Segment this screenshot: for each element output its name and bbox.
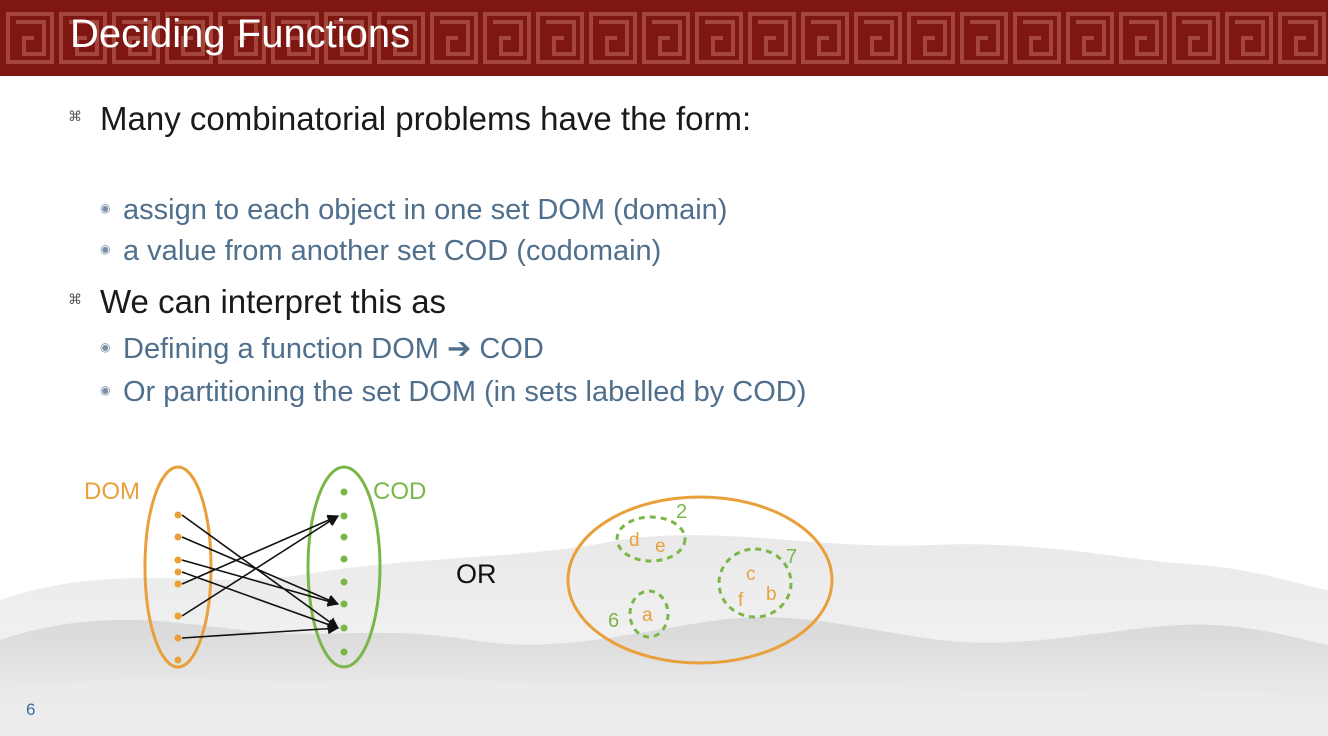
greek-key-motif [271, 12, 319, 64]
greek-key-motif [112, 12, 160, 64]
cod-element-dot [340, 600, 348, 608]
greek-key-motif [1278, 12, 1326, 64]
bullet-1-sub-2: ◉ a value from another set COD (codomain… [100, 231, 823, 271]
bullet-1-sub-1: ◉ assign to each object in one set DOM (… [100, 190, 823, 230]
partition-block-7 [717, 547, 793, 619]
bullet-1: ⌘ Many combinatorial problems have the f… [68, 98, 780, 140]
greek-key-motif [377, 12, 425, 64]
partition-label-7: 7 [786, 546, 797, 568]
greek-key-motif [1119, 12, 1167, 64]
dom-label: DOM [84, 478, 140, 505]
mapping-arrow [181, 515, 339, 617]
greek-key-motif [801, 12, 849, 64]
greek-key-motif [6, 12, 54, 64]
greek-key-motif [430, 12, 478, 64]
dom-element-dot [174, 656, 182, 664]
bullet-marker: ⌘ [68, 291, 82, 307]
greek-key-motif [1013, 12, 1061, 64]
dom-element-dot [174, 580, 182, 588]
dom-set-ellipse [143, 465, 213, 669]
title-bar: Deciding Functions [0, 0, 1328, 76]
bullet-2-text: We can interpret this as [100, 283, 447, 320]
element-c: c [746, 564, 756, 585]
bullet-2-sub-1-text: Defining a function DOM ➔ COD [123, 333, 544, 365]
greek-key-motif [854, 12, 902, 64]
bullet-2-sub-2: ◉ Or partitioning the set DOM (in sets l… [100, 372, 823, 412]
cod-element-dot [340, 648, 348, 656]
bullet-1-sub-2-text: a value from another set COD (codomain) [123, 235, 662, 267]
greek-key-pattern [6, 12, 1326, 64]
mapping-arrow [181, 559, 340, 607]
dom-element-dot [174, 568, 182, 576]
cod-set-ellipse [306, 465, 382, 669]
partition-set-ellipse [566, 495, 834, 665]
bullet-2-sub-1: ◉ Defining a function DOM ➔ COD [100, 329, 823, 369]
greek-key-motif [218, 12, 266, 64]
cod-element-dot [340, 512, 348, 520]
greek-key-motif [1066, 12, 1114, 64]
cod-element-dot [340, 488, 348, 496]
sub-bullet-marker: ◉ [100, 340, 111, 354]
bullet-1-text: Many combinatorial problems have the for… [100, 100, 752, 137]
mapping-arrow [181, 571, 340, 630]
sub-bullet-marker: ◉ [100, 242, 111, 256]
mapping-arrow [181, 536, 340, 606]
cod-element-dot [340, 578, 348, 586]
cod-element-dot [340, 624, 348, 632]
greek-key-motif [1225, 12, 1273, 64]
dom-element-dot [174, 556, 182, 564]
greek-key-motif [960, 12, 1008, 64]
greek-key-motif [589, 12, 637, 64]
partition-block-2 [615, 515, 687, 563]
mapping-arrow [181, 514, 340, 585]
bullet-2-sub-2-text: Or partitioning the set DOM (in sets lab… [123, 376, 807, 408]
bullet-2: ⌘ We can interpret this as [68, 281, 800, 323]
greek-key-motif [165, 12, 213, 64]
or-label: OR [456, 559, 497, 589]
mapping-arrow [181, 623, 340, 639]
element-a: a [642, 605, 653, 626]
bullet-marker: ⌘ [68, 108, 82, 124]
element-d: d [629, 530, 640, 551]
greek-key-motif [1172, 12, 1220, 64]
element-f: f [738, 590, 744, 611]
dom-element-dot [174, 533, 182, 541]
greek-key-motif [483, 12, 531, 64]
mapping-arrow [181, 514, 339, 629]
sub-bullet-marker: ◉ [100, 383, 111, 397]
greek-key-motif [324, 12, 372, 64]
slide-title: Deciding Functions [70, 12, 411, 56]
dom-element-dot [174, 612, 182, 620]
partition-label-2: 2 [676, 501, 687, 523]
greek-key-motif [536, 12, 584, 64]
cod-label: COD [373, 478, 426, 505]
cod-element-dot [340, 555, 348, 563]
greek-key-motif [695, 12, 743, 64]
dom-element-dot [174, 634, 182, 642]
partition-block-6 [628, 589, 670, 639]
page-number: 6 [26, 700, 36, 719]
sub-bullet-marker: ◉ [100, 201, 111, 215]
greek-key-motif [907, 12, 955, 64]
greek-key-motif [748, 12, 796, 64]
dom-element-dot [174, 511, 182, 519]
greek-key-motif [642, 12, 690, 64]
bullet-1-sub-1-text: assign to each object in one set DOM (do… [123, 194, 728, 226]
cod-element-dot [340, 533, 348, 541]
greek-key-motif [59, 12, 107, 64]
element-b: b [766, 584, 777, 605]
element-e: e [655, 536, 666, 557]
partition-label-6: 6 [608, 610, 619, 632]
